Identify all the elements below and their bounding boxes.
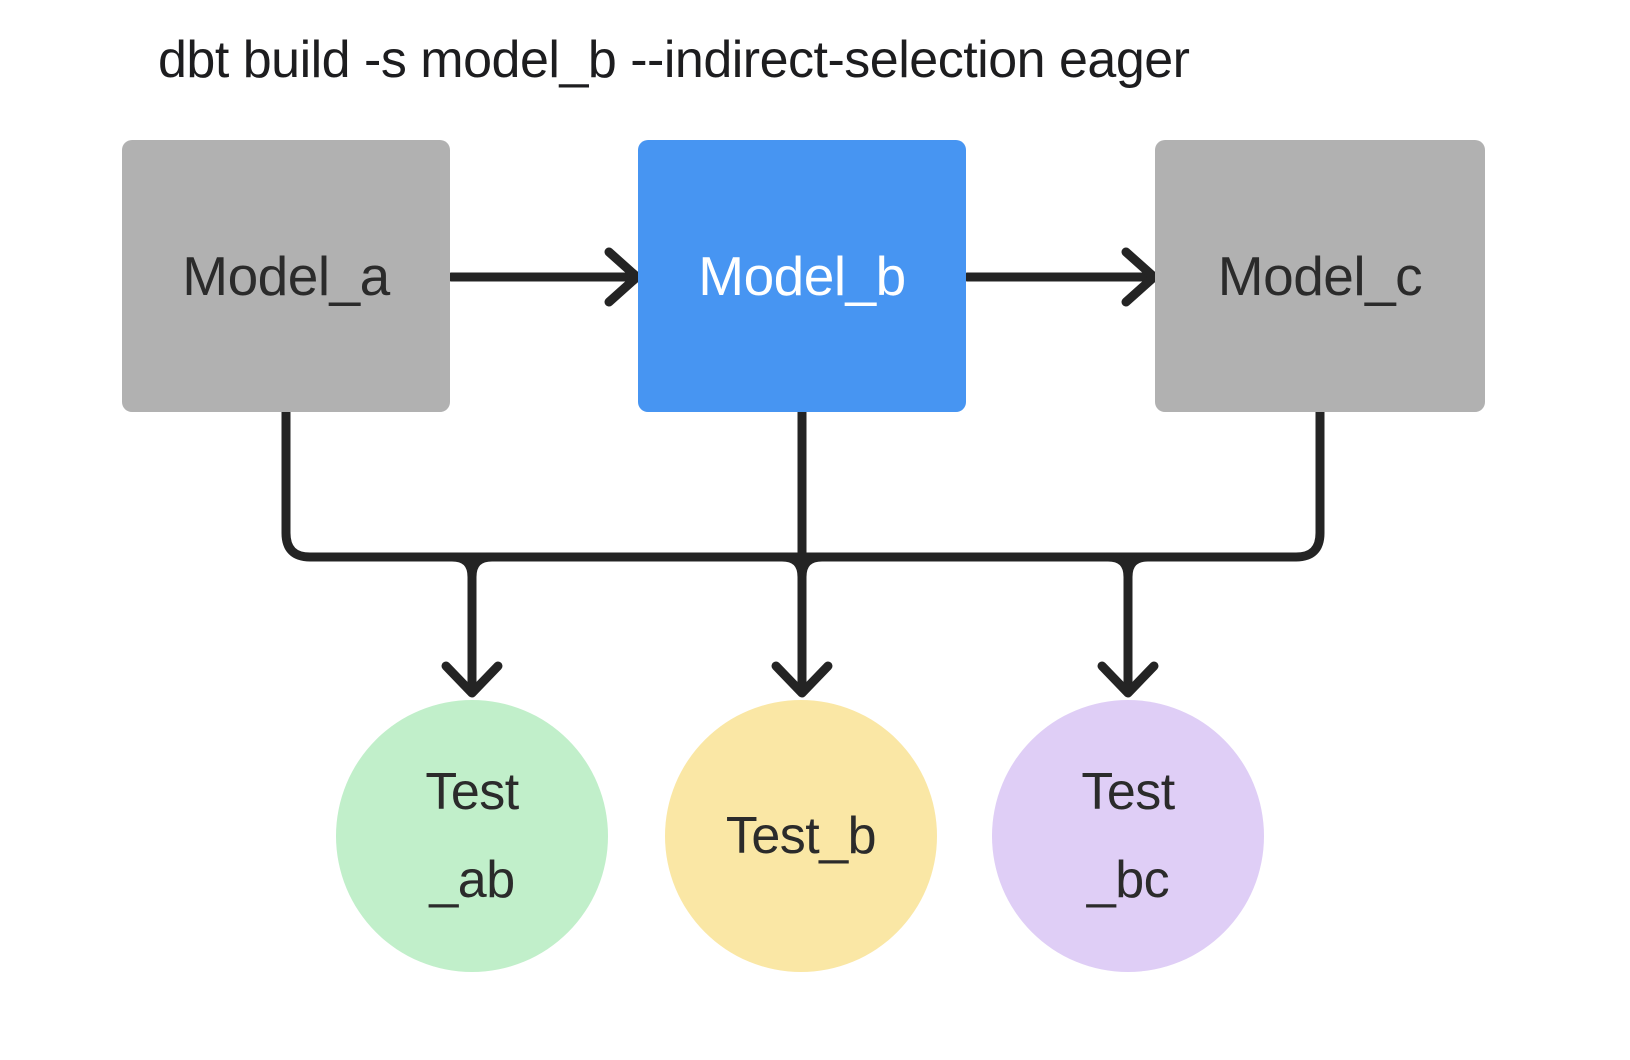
node-model-b-label: Model_b [698,245,906,307]
command-title: dbt build -s model_b --indirect-selectio… [158,31,1190,89]
arrowhead-test-bc-icon [1097,661,1159,698]
node-model-c: Model_c [1155,140,1485,412]
node-test-bc-label-line1: Test [1081,762,1175,821]
node-test-bc: Test _bc [992,700,1264,972]
arrowhead-model-b-icon [604,247,642,307]
arrowhead-model-c-icon [1121,247,1159,307]
arrowhead-test-ab-icon [441,661,503,698]
node-model-a: Model_a [122,140,450,412]
node-test-ab-label-line2: _ab [429,851,515,909]
node-test-ab-label-line1: Test [425,762,519,821]
fork-test-b [777,552,827,582]
node-test-b: Test_b [665,700,937,972]
arrowhead-test-b-icon [771,661,833,698]
node-test-ab: Test _ab [336,700,608,972]
node-test-b-label: Test_b [725,806,877,865]
node-model-b-selected: Model_b [638,140,966,412]
node-model-a-label: Model_a [182,245,390,307]
node-model-c-label: Model_c [1217,245,1423,307]
node-test-bc-label-line2: _bc [1086,851,1170,909]
